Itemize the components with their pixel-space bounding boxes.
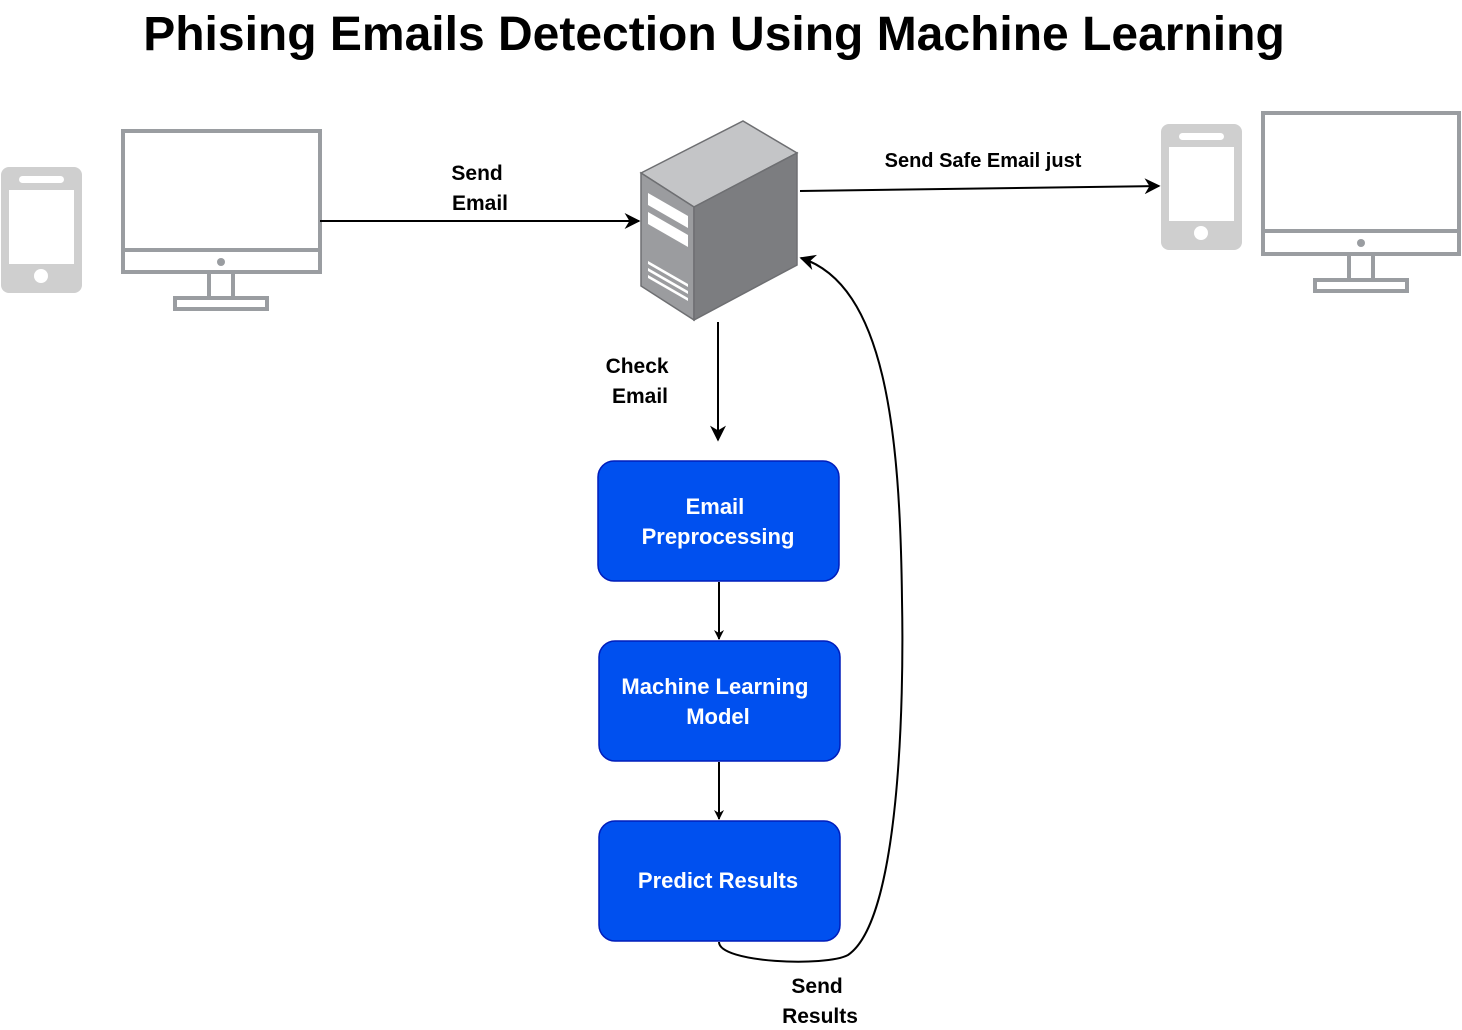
box-email-preprocessing-label: Email Preprocessing: [642, 494, 795, 549]
box-machine-learning-model-label: Machine Learning Model: [621, 674, 814, 729]
edge-send-results: [718, 254, 904, 963]
server-tower-icon: [639, 120, 799, 322]
label-send-email: Send Email: [451, 162, 508, 215]
sender-phone-icon: [1, 167, 82, 293]
box-email-preprocessing: Email Preprocessing: [597, 460, 840, 582]
box-machine-learning-model: Machine Learning Model: [598, 640, 841, 762]
box-predict-results-label: Predict Results: [638, 868, 798, 893]
page-title: Phising Emails Detection Using Machine L…: [143, 8, 1285, 61]
receiver-monitor-icon: [1261, 111, 1461, 293]
receiver-phone-icon: [1161, 124, 1242, 250]
edge-send-safe-email: [799, 178, 1161, 195]
label-send-safe-email: Send Safe Email just: [885, 150, 1082, 172]
sender-monitor-icon: [121, 129, 322, 311]
label-send-results: Send Results: [782, 975, 858, 1028]
label-check-email: Check Email: [606, 355, 675, 408]
box-predict-results: Predict Results: [598, 820, 841, 942]
